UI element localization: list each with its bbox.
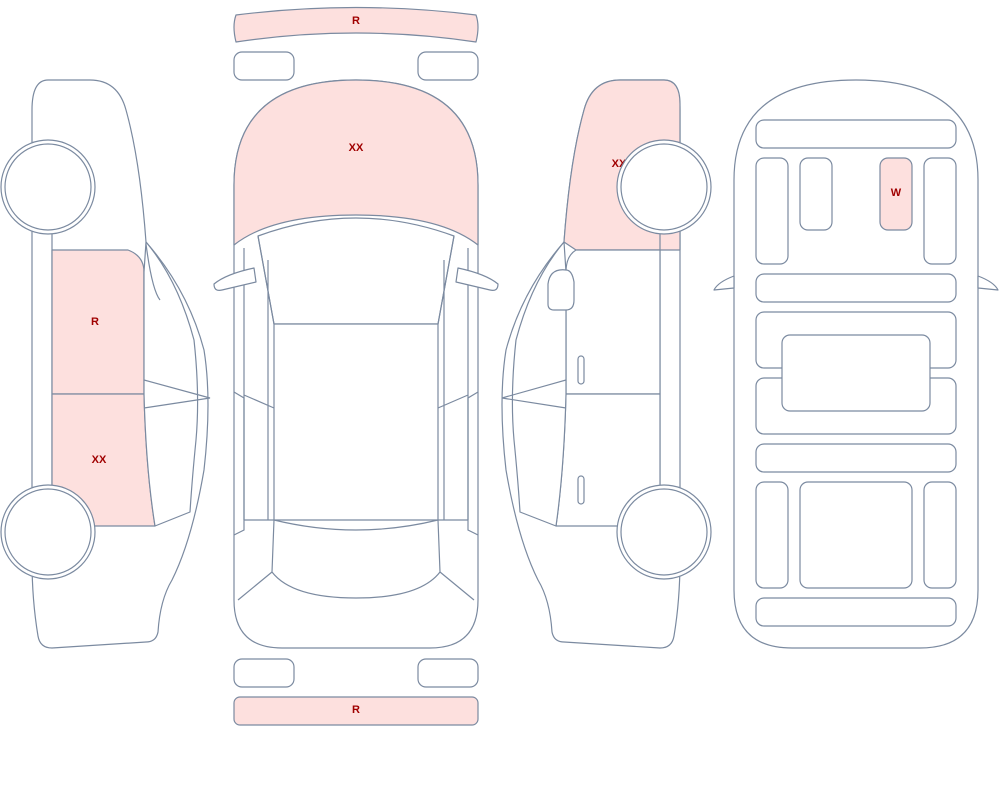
- right-rear-wheel-inner: [620, 488, 708, 576]
- right-rear-wheel[interactable]: [616, 484, 712, 580]
- interior-front-shelf[interactable]: [755, 597, 957, 627]
- interior-rear-shelf[interactable]: [755, 119, 957, 149]
- right-front-door-handle[interactable]: [577, 355, 585, 385]
- interior-rear-seat-center[interactable]: [799, 157, 833, 231]
- left-rear-door-mark: XX: [92, 454, 107, 466]
- rear-right-light[interactable]: [417, 51, 479, 81]
- right-front-wheel-inner: [620, 143, 708, 231]
- right-mirror[interactable]: [547, 269, 575, 311]
- left-front-wheel[interactable]: [0, 139, 96, 235]
- left-rear-wheel[interactable]: [0, 484, 96, 580]
- interior-rear-seat-left[interactable]: [755, 157, 789, 265]
- left-front-door-mark: R: [91, 316, 99, 328]
- right-front-wheel[interactable]: [616, 139, 712, 235]
- interior-bar-1[interactable]: [755, 273, 957, 303]
- interior-right-mirror: [977, 275, 999, 291]
- rear-bumper-mark: R: [352, 15, 360, 27]
- front-bumper-mark: R: [352, 704, 360, 716]
- top-left-mirror[interactable]: [213, 267, 257, 291]
- top-windshield[interactable]: [257, 217, 455, 325]
- top-rear-window-frame: [237, 571, 475, 601]
- interior-dashboard-center[interactable]: [799, 481, 913, 589]
- left-side-windows[interactable]: [143, 241, 199, 527]
- top-right-pillars: [437, 235, 469, 521]
- top-left-pillars: [243, 235, 275, 521]
- interior-front-seat-left[interactable]: [755, 481, 789, 589]
- interior-center-console[interactable]: [781, 334, 931, 412]
- front-right-light[interactable]: [417, 658, 479, 688]
- interior-seat-mark: W: [891, 187, 902, 199]
- left-front-wheel-inner: [4, 143, 92, 231]
- right-side-windows[interactable]: [511, 241, 567, 527]
- left-side-view: R XX X: [0, 79, 211, 649]
- rear-left-light[interactable]: [233, 51, 295, 81]
- interior-left-mirror: [713, 275, 735, 291]
- interior-seat-panel[interactable]: [879, 157, 913, 231]
- left-rear-wheel-inner: [4, 488, 92, 576]
- interior-view: W: [713, 79, 999, 649]
- hood-panel[interactable]: [233, 79, 479, 246]
- interior-rear-seat-right[interactable]: [923, 157, 957, 265]
- top-side-edges: [233, 391, 479, 536]
- top-rear-window[interactable]: [271, 519, 441, 599]
- rear-bumper-panel[interactable]: [233, 6, 479, 43]
- interior-bar-2[interactable]: [755, 443, 957, 473]
- front-left-light[interactable]: [233, 658, 295, 688]
- right-rear-door-handle[interactable]: [577, 475, 585, 505]
- top-right-mirror[interactable]: [455, 267, 499, 291]
- top-view: R XX R: [213, 6, 499, 726]
- hood-mark: XX: [349, 142, 364, 154]
- right-window-pillar: [501, 379, 567, 409]
- top-roof[interactable]: [273, 323, 439, 521]
- left-window-pillar: [143, 243, 211, 409]
- right-side-view: XX: [501, 79, 712, 649]
- interior-front-seat-right[interactable]: [923, 481, 957, 589]
- front-bumper-panel[interactable]: [233, 696, 479, 726]
